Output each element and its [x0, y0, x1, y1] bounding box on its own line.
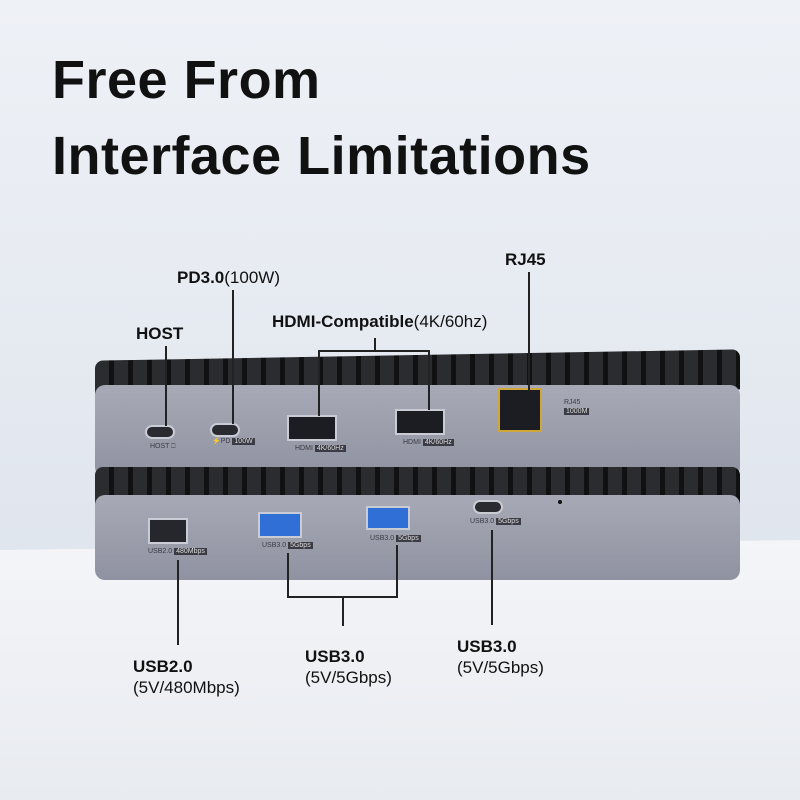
leader-line-usb3-2	[396, 545, 398, 597]
leader-line-usb3	[342, 596, 344, 626]
title-line-2: Interface Limitations	[52, 126, 591, 186]
callout-rj45: RJ45	[505, 250, 546, 269]
usb3-port-1	[258, 512, 302, 538]
indicator-led	[558, 500, 562, 504]
usb3-c-port-label: USB3.0 5Gbps	[470, 518, 521, 525]
title-line-1: Free From	[52, 50, 321, 110]
leader-line-host	[165, 346, 167, 426]
callout-hdmi: HDMI-Compatible(4K/60hz)	[272, 312, 488, 331]
usb3-c-port	[473, 500, 503, 514]
callout-usb3-a: USB3.0(5V/5Gbps)	[305, 647, 392, 687]
hdmi-port-2	[395, 409, 445, 435]
host-port-label: HOST ⎕	[150, 443, 176, 450]
host-usb-c-port	[145, 425, 175, 439]
leader-line-usb2	[177, 560, 179, 645]
leader-line-hdmi-2	[428, 350, 430, 410]
leader-line-hdmi-1	[318, 350, 320, 416]
callout-usb3-c: USB3.0(5V/5Gbps)	[457, 637, 544, 677]
hdmi-port-2-label: HDMI 4K/60Hz	[403, 439, 454, 446]
rj45-port	[498, 388, 542, 432]
callout-host: HOST	[136, 324, 184, 343]
usb2-port-label: USB2.0 480Mbps	[148, 548, 207, 555]
bracket-hdmi	[318, 350, 429, 352]
pd-usb-c-port	[210, 423, 240, 437]
callout-usb2: USB2.0(5V/480Mbps)	[133, 657, 240, 697]
pd-port-label: ⚡PD 100W	[212, 438, 255, 445]
page-title: Free From Interface Limitations	[52, 42, 591, 194]
leader-line-usb3-c	[491, 530, 493, 625]
usb3-port-2-label: USB3.0 5Gbps	[370, 535, 421, 542]
callout-pd: PD3.0(100W)	[177, 268, 280, 287]
leader-line-usb3-1	[287, 553, 289, 597]
leader-line-pd	[232, 290, 234, 424]
table-surface	[0, 540, 800, 800]
usb3-port-2	[366, 506, 410, 530]
leader-line-hdmi	[374, 338, 376, 351]
usb3-port-1-label: USB3.0 5Gbps	[262, 542, 313, 549]
leader-line-rj45	[528, 272, 530, 390]
usb2-port	[148, 518, 188, 544]
hdmi-port-1	[287, 415, 337, 441]
hdmi-port-1-label: HDMI 4K/60Hz	[295, 445, 346, 452]
